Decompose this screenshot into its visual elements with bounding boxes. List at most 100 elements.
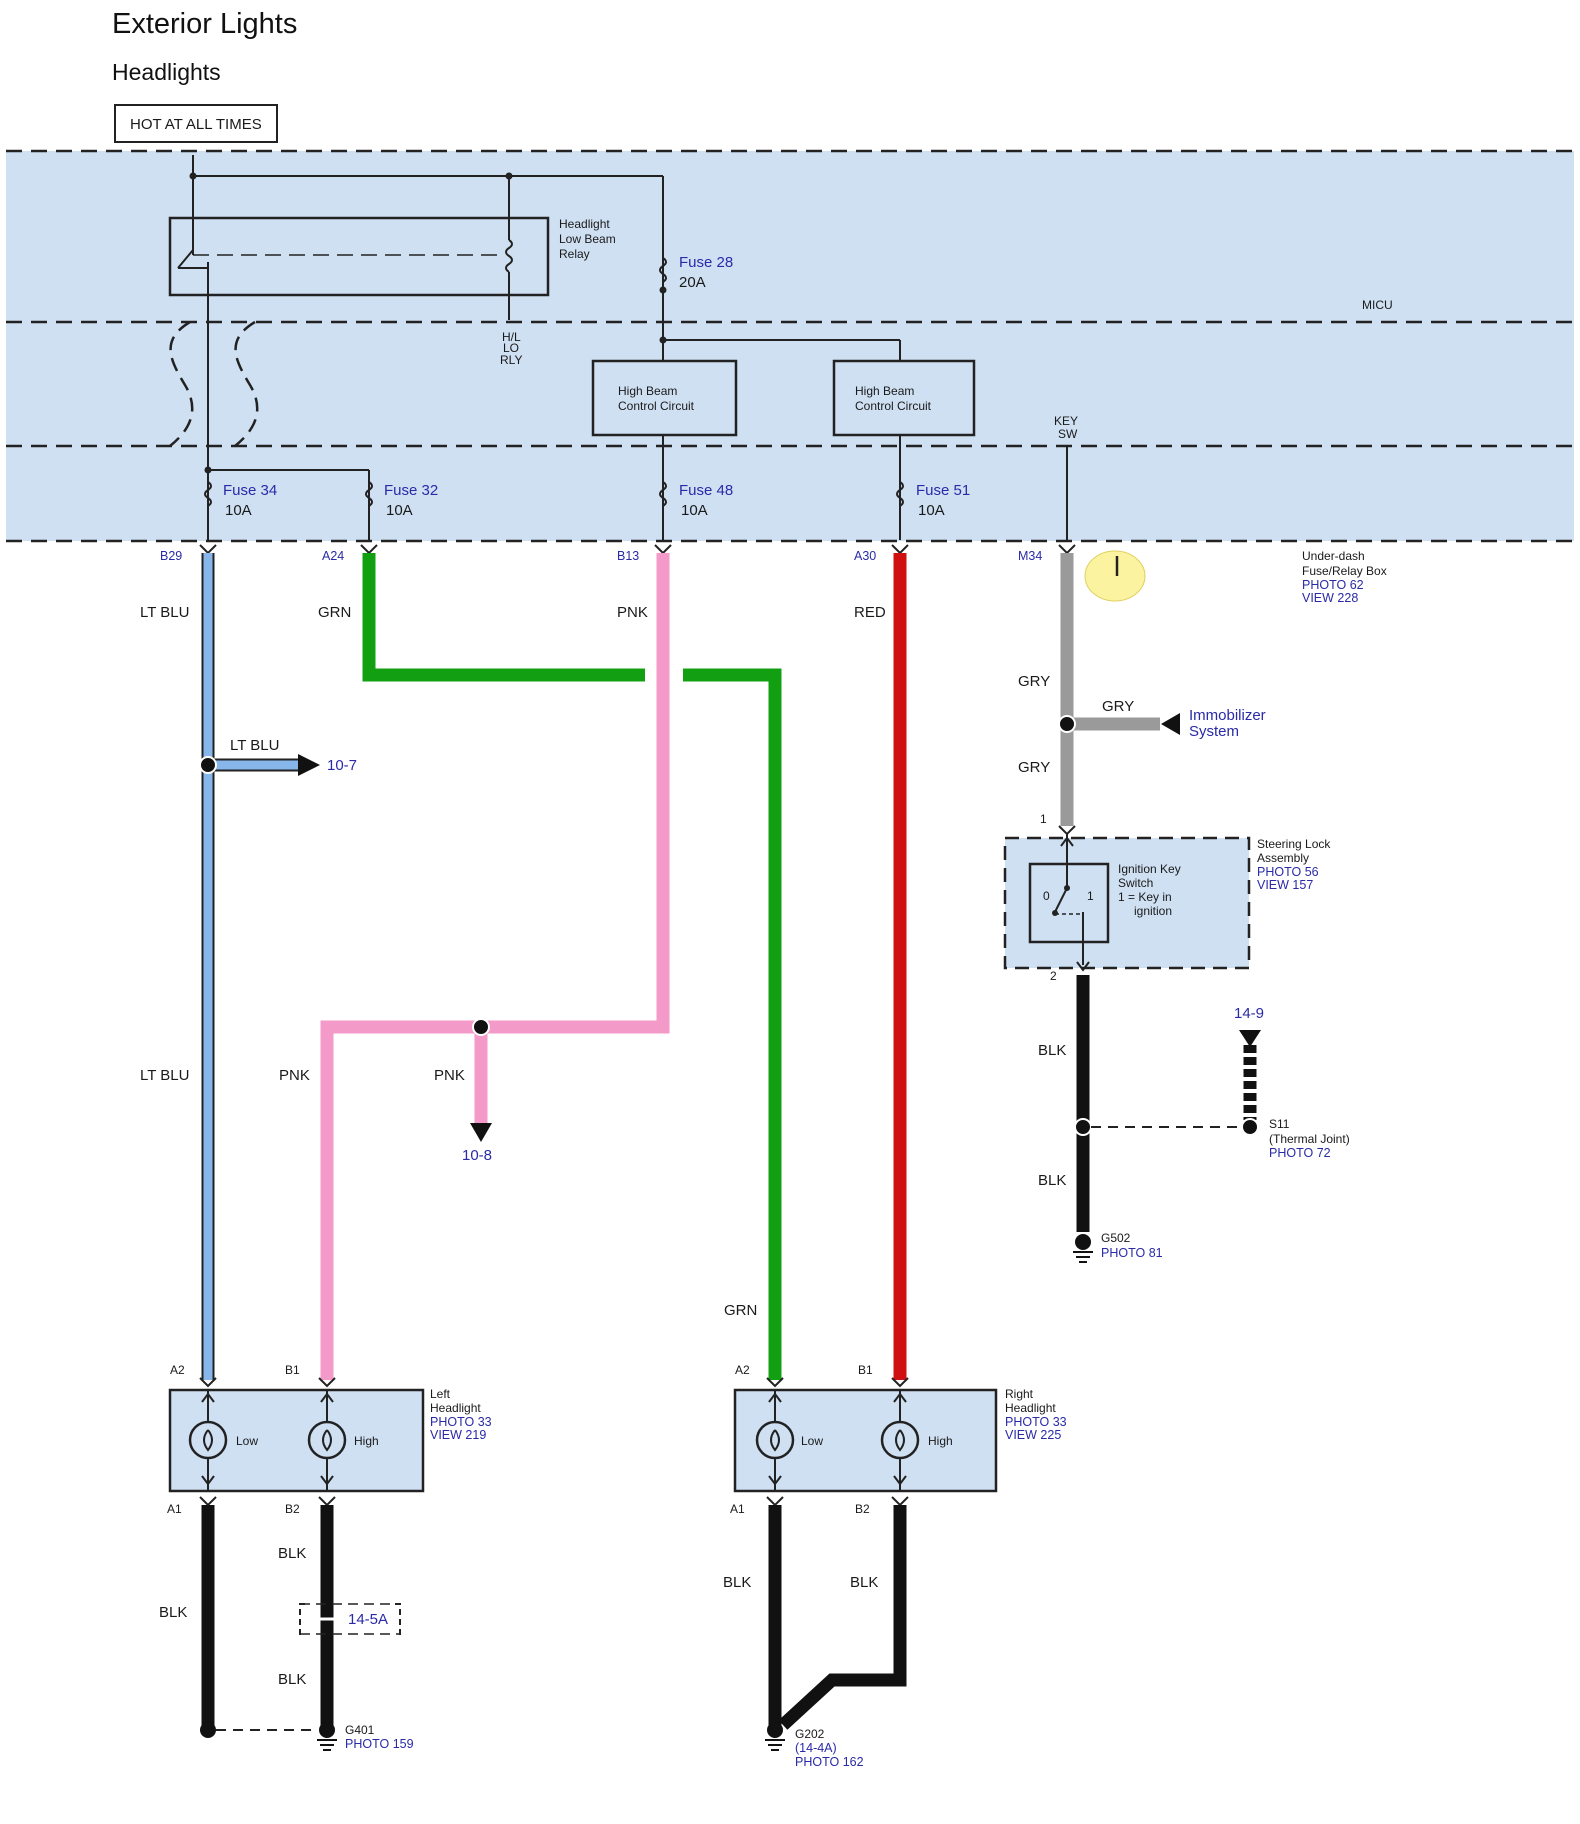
wire-lt-blu: [199, 553, 320, 1380]
immobilizer-label-2: System: [1189, 723, 1239, 740]
wire-pnk: [320, 553, 670, 1380]
right-headlight-label-1: Right: [1005, 1387, 1034, 1401]
wire-label-lt-blu-3: LT BLU: [140, 1067, 189, 1084]
wire-label-blk-5: BLK: [850, 1574, 878, 1591]
immobilizer-label-1: Immobilizer: [1189, 707, 1266, 724]
fuse-51-rating: 10A: [918, 502, 945, 519]
wire-blk-g202: [765, 1505, 907, 1751]
wire-label-grn-1: GRN: [318, 604, 351, 621]
pin-1: 1: [1040, 812, 1047, 826]
terminal-m34: M34: [1018, 549, 1042, 563]
steering-photo: PHOTO 56: [1257, 865, 1319, 879]
wire-label-lt-blu-2: LT BLU: [230, 737, 279, 754]
left-pin-a1: A1: [167, 1502, 182, 1516]
high-beam-control-circuit-1: High Beam Control Circuit: [591, 359, 738, 437]
steering-view: VIEW 157: [1257, 878, 1313, 892]
g502-name: G502: [1101, 1231, 1131, 1245]
s11-label-2: (Thermal Joint): [1269, 1132, 1350, 1146]
wire-blk-g502: [1073, 975, 1261, 1263]
cursor-marker: [1084, 550, 1146, 602]
left-high-label: High: [354, 1434, 379, 1448]
hb2-label-2: Control Circuit: [855, 399, 932, 413]
relay-label-2: Low Beam: [559, 232, 616, 246]
ref-10-7: 10-7: [327, 757, 357, 774]
fuse-48-rating: 10A: [681, 502, 708, 519]
wire-label-lt-blu-1: LT BLU: [140, 604, 189, 621]
headlight-low-beam-relay: Headlight Low Beam Relay: [168, 205, 616, 320]
g401-name: G401: [345, 1723, 375, 1737]
left-headlight-photo: PHOTO 33: [430, 1415, 492, 1429]
wire-blk-g401: [200, 1505, 337, 1751]
hl-lo-rly-2: LO: [503, 341, 519, 355]
fuse-symbols: [204, 481, 904, 507]
hl-lo-rly-3: RLY: [500, 353, 522, 367]
fuse-28-rating: 20A: [679, 274, 706, 291]
ref-10-8: 10-8: [462, 1147, 492, 1164]
g502-photo: PHOTO 81: [1101, 1246, 1163, 1260]
g202-sub: (14-4A): [795, 1741, 837, 1755]
wire-label-gry-2: GRY: [1102, 698, 1134, 715]
wire-label-pnk-2: PNK: [279, 1067, 310, 1084]
g401-photo: PHOTO 159: [345, 1737, 414, 1751]
right-high-label: High: [928, 1434, 953, 1448]
key-sw-1: KEY: [1054, 414, 1078, 428]
steering-label-2: Assembly: [1257, 851, 1309, 865]
wire-label-blk-3: BLK: [278, 1671, 306, 1688]
node-dot: [189, 172, 197, 180]
relay-label-1: Headlight: [559, 217, 610, 231]
wire-label-red: RED: [854, 604, 886, 621]
relay-label-3: Relay: [559, 247, 590, 261]
wire-label-gry-1: GRY: [1018, 673, 1050, 690]
fuse-box-panel: [6, 151, 1574, 541]
pin-2: 2: [1050, 969, 1057, 983]
switch-pos-1: 1: [1087, 889, 1094, 903]
wire-label-blk-1: BLK: [159, 1604, 187, 1621]
headlight-chevrons-bottom: [199, 1496, 909, 1507]
fuse-28-symbol: [659, 257, 667, 283]
steering-lock-assembly: 0 1 Ignition Key Switch 1 = Key in ignit…: [1003, 834, 1251, 972]
terminal-b29: B29: [160, 549, 182, 563]
left-pin-b2: B2: [285, 1502, 300, 1516]
s11-photo: PHOTO 72: [1269, 1146, 1331, 1160]
top-distribution-wiring: [192, 155, 901, 360]
hb1-label-2: Control Circuit: [618, 399, 695, 413]
fuse-34-name: Fuse 34: [223, 482, 277, 499]
right-headlight: Low High: [733, 1388, 998, 1493]
right-low-label: Low: [801, 1434, 823, 1448]
right-pin-b1: B1: [858, 1363, 873, 1377]
s11-label-1: S11: [1269, 1117, 1290, 1131]
wire-gry: [1058, 553, 1180, 826]
right-headlight-photo: PHOTO 33: [1005, 1415, 1067, 1429]
terminal-b13: B13: [617, 549, 639, 563]
right-headlight-view: VIEW 225: [1005, 1428, 1061, 1442]
right-headlight-label-2: Headlight: [1005, 1401, 1056, 1415]
micu-label: MICU: [1362, 298, 1393, 312]
node-dot: [505, 172, 513, 180]
wire-label-blk-g502-1: BLK: [1038, 1042, 1066, 1059]
fuse-28-name: Fuse 28: [679, 254, 733, 271]
underdash-label-2: Fuse/Relay Box: [1302, 564, 1387, 578]
wire-label-grn-2: GRN: [724, 1302, 757, 1319]
ign-switch-label-3: 1 = Key in: [1118, 890, 1172, 904]
node-dot: [204, 466, 212, 474]
terminal-a30: A30: [854, 549, 876, 563]
key-sw-2: SW: [1058, 427, 1078, 441]
terminal-a24: A24: [322, 549, 344, 563]
underdash-label-1: Under-dash: [1302, 549, 1365, 563]
fuse-51-name: Fuse 51: [916, 482, 970, 499]
left-pin-b1: B1: [285, 1363, 300, 1377]
g202-name: G202: [795, 1727, 825, 1741]
wire-label-blk-2: BLK: [278, 1545, 306, 1562]
ref-14-9: 14-9: [1234, 1005, 1264, 1022]
ign-switch-label-4: ignition: [1134, 904, 1172, 918]
hot-at-all-times-label: HOT AT ALL TIMES: [130, 116, 262, 133]
left-pin-a2: A2: [170, 1363, 185, 1377]
fuse-32-rating: 10A: [386, 502, 413, 519]
hb1-label-1: High Beam: [618, 384, 677, 398]
wire-label-gry-3: GRY: [1018, 759, 1050, 776]
page-title: Exterior Lights: [112, 8, 297, 40]
underdash-photo: PHOTO 62: [1302, 578, 1364, 592]
left-headlight-label-2: Headlight: [430, 1401, 481, 1415]
hl-lo-rly-1: H/L: [502, 330, 521, 344]
node-dot: [659, 336, 667, 344]
